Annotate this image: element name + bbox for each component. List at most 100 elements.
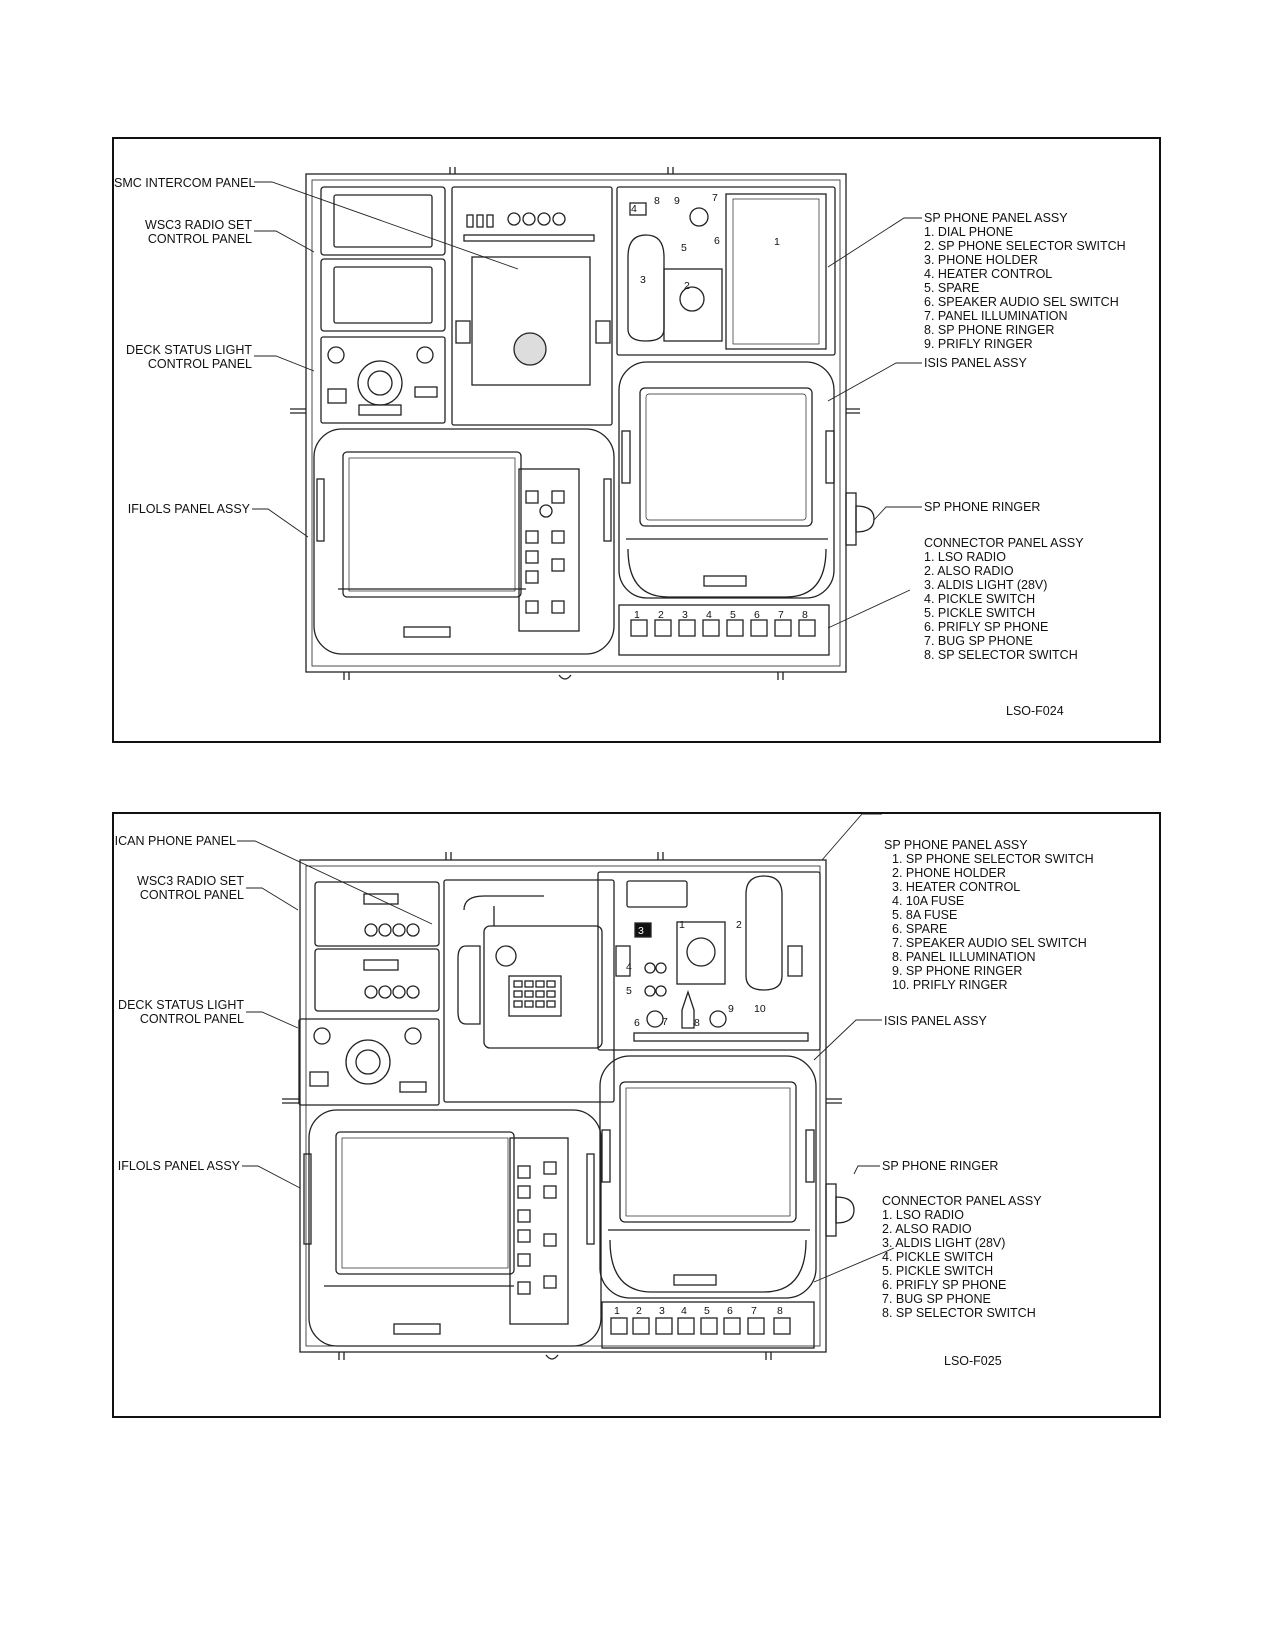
connector-num-6: 6 (727, 1305, 733, 1317)
dial-phone (725, 193, 827, 350)
wsc3-panel-upper (320, 186, 446, 256)
sp-item: 10. PRIFLY RINGER (892, 978, 1008, 992)
label-isis: ISIS PANEL ASSY (884, 1014, 987, 1028)
figure-id-label: LSO-F024 (1006, 704, 1064, 718)
callout-5: 5 (681, 242, 687, 254)
wsc3-panel-lower (314, 948, 440, 1012)
connector-num-5: 5 (704, 1305, 710, 1317)
connector-num-1: 1 (614, 1305, 620, 1317)
iflols-button-array (518, 468, 580, 632)
callout-3: 3 (640, 274, 646, 286)
connector-item: 3. ALDIS LIGHT (28V) (924, 578, 1048, 592)
connector-item: 3. ALDIS LIGHT (28V) (882, 1236, 1006, 1250)
connector-item: 6. PRIFLY SP PHONE (924, 620, 1049, 634)
callout-8: 8 (654, 195, 660, 207)
sp-phone-panel-list: SP PHONE PANEL ASSY 1. SP PHONE SELECTOR… (884, 838, 1094, 992)
sp-item: 1. SP PHONE SELECTOR SWITCH (892, 852, 1094, 866)
sp-item: 4. HEATER CONTROL (924, 267, 1053, 281)
label-ican-phone: ICAN PHONE PANEL (114, 834, 236, 848)
callout-numbers-2: 1 2 3 4 5 6 7 8 9 10 1 2 3 4 5 6 7 8 (614, 919, 783, 1317)
callout-10: 10 (754, 1003, 766, 1015)
connector-item: 6. PRIFLY SP PHONE (882, 1278, 1007, 1292)
wsc3-panel-upper (314, 881, 440, 947)
connector-num-7: 7 (778, 609, 784, 621)
connector-item: 5. PICKLE SWITCH (882, 1264, 994, 1278)
connector-item: 1. LSO RADIO (924, 550, 1006, 564)
deck-status-panel (298, 1018, 440, 1106)
connector-num-3: 3 (682, 609, 688, 621)
connector-item: 8. SP SELECTOR SWITCH (924, 648, 1078, 662)
connector-panel-title: CONNECTOR PANEL ASSY (882, 1194, 1042, 1208)
callout-9: 9 (728, 1003, 734, 1015)
callout-4: 4 (631, 203, 637, 215)
sp-item: 6. SPEAKER AUDIO SEL SWITCH (924, 295, 1119, 309)
sp-phone-panel (597, 871, 821, 1051)
sp-item: 8. PANEL ILLUMINATION (892, 950, 1036, 964)
callout-7: 7 (662, 1016, 668, 1028)
wsc3-panel-lower (320, 258, 446, 332)
connector-panel-list: CONNECTOR PANEL ASSY 1. LSO RADIO 2. ALS… (882, 1194, 1042, 1320)
console-drawing-1: 1 2 3 4 5 6 7 8 9 1 2 3 4 5 6 7 8 (252, 167, 922, 680)
sp-item: 5. SPARE (924, 281, 980, 295)
callout-7: 7 (712, 192, 718, 204)
connector-num-5: 5 (730, 609, 736, 621)
sp-item: 3. PHONE HOLDER (924, 253, 1038, 267)
ican-keypad (508, 975, 562, 1017)
connector-panel (601, 1301, 815, 1349)
label-isis: ISIS PANEL ASSY (924, 356, 1027, 370)
sp-item: 2. SP PHONE SELECTOR SWITCH (924, 239, 1126, 253)
sp-item: 7. SPEAKER AUDIO SEL SWITCH (892, 936, 1087, 950)
connector-item: 2. ALSO RADIO (924, 564, 1014, 578)
console-frame (305, 173, 847, 673)
label-smc-intercom: SMC INTERCOM PANEL (114, 176, 256, 190)
connector-num-1: 1 (634, 609, 640, 621)
iflols-panel (313, 428, 615, 655)
callout-6: 6 (634, 1017, 640, 1029)
sp-item: 9. PRIFLY RINGER (924, 337, 1033, 351)
isis-panel (599, 1055, 817, 1299)
connector-num-4: 4 (706, 609, 712, 621)
sp-item: 3. HEATER CONTROL (892, 880, 1021, 894)
console-frame (299, 859, 827, 1353)
sp-item: 5. 8A FUSE (892, 908, 958, 922)
iflols-panel (308, 1109, 602, 1347)
label-iflols: IFLOLS PANEL ASSY (117, 1159, 240, 1173)
figure-id-label: LSO-F025 (944, 1354, 1002, 1368)
callout-2: 2 (684, 280, 690, 292)
connector-panel-list: CONNECTOR PANEL ASSY 1. LSO RADIO 2. ALS… (924, 536, 1084, 662)
sp-item: 9. SP PHONE RINGER (892, 964, 1023, 978)
sp-phone-ringer (845, 492, 857, 546)
phone-holder (627, 234, 665, 342)
callout-3: 3 (638, 925, 644, 937)
label-sp-phone-ringer: SP PHONE RINGER (882, 1159, 999, 1173)
connector-num-6: 6 (754, 609, 760, 621)
ican-handset (457, 945, 481, 1025)
sp-phone-ringer (825, 1183, 837, 1237)
connector-num-8: 8 (777, 1305, 783, 1317)
connector-num-7: 7 (751, 1305, 757, 1317)
figure-lso-f025: 1 2 3 4 5 6 7 8 9 10 1 2 3 4 5 6 7 8 ICA… (112, 812, 1161, 1418)
connector-panel-title: CONNECTOR PANEL ASSY (924, 536, 1084, 550)
connector-num-3: 3 (659, 1305, 665, 1317)
isis-panel (618, 361, 835, 599)
connector-num-2: 2 (636, 1305, 642, 1317)
sp-item: 4. 10A FUSE (892, 894, 965, 908)
smc-intercom-panel (451, 186, 613, 426)
sp-phone-panel-title: SP PHONE PANEL ASSY (884, 838, 1028, 852)
sp-phone-panel-title: SP PHONE PANEL ASSY (924, 211, 1068, 225)
isis-screen (619, 1081, 797, 1223)
connector-num-2: 2 (658, 609, 664, 621)
callout-9: 9 (674, 195, 680, 207)
connector-item: 5. PICKLE SWITCH (924, 606, 1036, 620)
connector-item: 1. LSO RADIO (882, 1208, 964, 1222)
figure-lso-f024: 1 2 3 4 5 6 7 8 9 1 2 3 4 5 6 7 8 SMC IN… (112, 137, 1161, 743)
isis-screen (639, 387, 813, 527)
connector-num-8: 8 (802, 609, 808, 621)
sp-phone-panel-list: SP PHONE PANEL ASSY 1. DIAL PHONE 2. SP … (924, 211, 1126, 351)
connector-item: 4. PICKLE SWITCH (882, 1250, 994, 1264)
ican-handset-box (483, 925, 603, 1049)
